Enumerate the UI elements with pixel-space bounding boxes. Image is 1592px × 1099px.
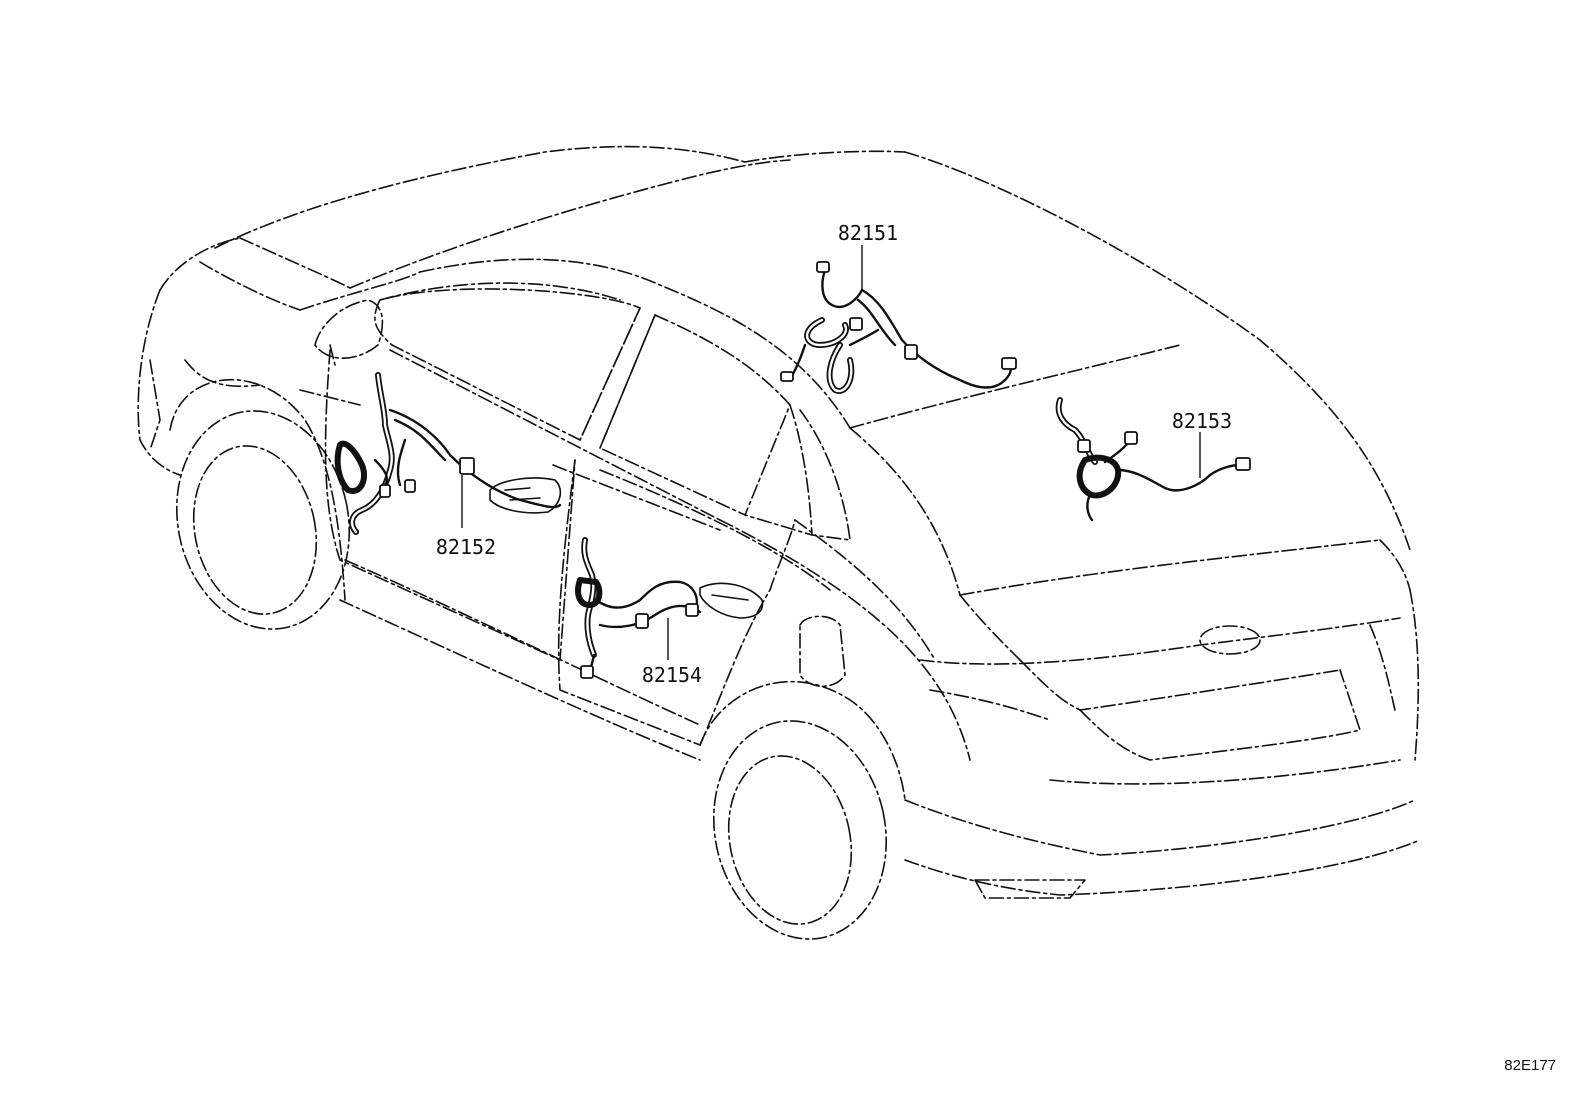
vehicle-outline xyxy=(137,145,1421,940)
figure-reference: 82E177 xyxy=(1504,1057,1556,1074)
front-door-wire-harness-82152 xyxy=(334,372,562,535)
rear-door-wire-harness-82154 xyxy=(575,537,764,679)
part-label-82152: 82152 xyxy=(436,535,496,559)
part-label-82153: 82153 xyxy=(1172,409,1232,433)
trunk-wire-harness-82153 xyxy=(1055,397,1251,522)
roof-wire-harness-82151 xyxy=(780,245,1017,394)
part-label-82154: 82154 xyxy=(642,663,702,687)
part-label-82151: 82151 xyxy=(838,221,898,245)
